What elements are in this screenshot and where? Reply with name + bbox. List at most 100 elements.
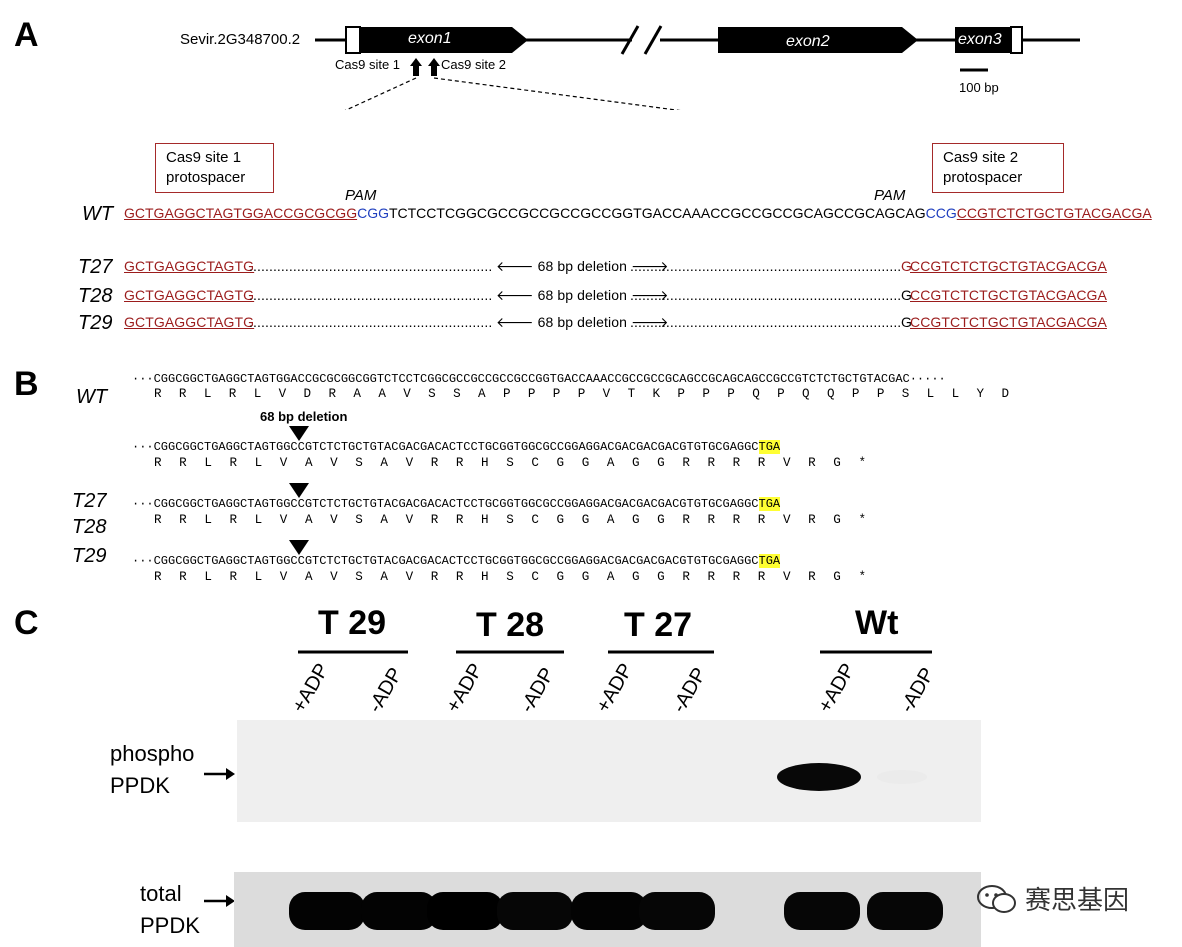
row-right-seq: CCGTCTCTGCTGTACGACGA	[910, 287, 1107, 303]
exon2-label: exon2	[786, 33, 830, 50]
site2-protospacer-box: Cas9 site 2 protospacer	[932, 143, 1064, 193]
stop-codon: TGA	[758, 497, 781, 511]
wt-pam2: CCG	[925, 205, 957, 221]
group-label-wt: Wt	[855, 604, 899, 642]
scale-bar-label: 100 bp	[959, 80, 999, 95]
group-label-t29: T 29	[318, 604, 387, 642]
wt-pam1: CGG	[357, 205, 389, 221]
t29-label-b: T29	[72, 545, 107, 567]
watermark: 赛思基因	[975, 880, 1129, 917]
phospho-line1: phospho	[110, 741, 195, 766]
mutant-row-t28: T28 GCTGAGGCTAGTG ......................…	[0, 285, 1182, 307]
phospho-ppdk-label: phospho PPDK	[110, 738, 194, 802]
pam1-label: PAM	[345, 187, 377, 204]
total-line2: PPDK	[140, 913, 200, 938]
site1-box-line2: protospacer	[166, 169, 246, 186]
total-ppdk-label: total PPDK	[140, 878, 200, 942]
total-band	[427, 892, 503, 930]
row-dots-left: ........................................…	[249, 258, 493, 274]
wt-label-a: WT	[82, 203, 114, 225]
lane-label: -ADP	[364, 664, 408, 717]
watermark-text: 赛思基因	[1025, 886, 1130, 916]
total-band	[289, 892, 365, 930]
row-right-seq: CCGTCTCTGCTGTACGACGA	[910, 258, 1107, 274]
row-right-seq: CCGTCTCTGCTGTACGACGA	[910, 314, 1107, 330]
site1-box-line1: Cas9 site 1	[166, 149, 242, 166]
lane-label: +ADP	[442, 659, 488, 717]
row-left-seq: GCTGAGGCTAGTG	[124, 258, 255, 274]
deletion-marker-icon	[289, 426, 309, 441]
total-band	[571, 892, 647, 930]
wt-seq-mid: TCTCCTCGGCGCCGCCGCCGCCGGTGACCAAACCGCCGCC…	[388, 205, 926, 221]
deletion-text: 68 bp deletion	[537, 314, 628, 330]
total-band	[867, 892, 943, 930]
lane-label: +ADP	[288, 659, 334, 717]
stop-codon: TGA	[758, 440, 781, 454]
total-band	[361, 892, 437, 930]
site1-protospacer-box: Cas9 site 1 protospacer	[155, 143, 274, 193]
row-label: T27	[78, 256, 113, 278]
mutant-row-t27: T27 GCTGAGGCTAGTG ......................…	[0, 256, 1182, 278]
exon3-label: exon3	[958, 31, 1002, 48]
row-g: G	[901, 258, 912, 274]
wt-label-b: WT	[76, 386, 108, 408]
total-arrow-icon	[204, 895, 235, 907]
wt-sequence: GCTGAGGCTAGTGGACCGCGCGGCGGTCTCCTCGGCGCCG…	[124, 205, 1152, 221]
row-left-seq: GCTGAGGCTAGTG	[124, 314, 255, 330]
deletion-marker-icon	[289, 540, 309, 555]
phospho-band	[876, 770, 928, 784]
wt-seq-right: CCGTCTCTGCTGTACGACGA	[956, 205, 1152, 221]
wechat-icon	[977, 884, 1016, 913]
total-band	[639, 892, 715, 930]
lane-label: -ADP	[668, 664, 712, 717]
phospho-line2: PPDK	[110, 773, 170, 798]
phospho-arrow-icon	[204, 768, 235, 780]
wt-aa-seq: R R L R L V D R A A V S S A P P P P V T …	[154, 387, 1009, 401]
pam2-label: PAM	[874, 187, 906, 204]
mutant-block-3: ···CGGCGGCTGAGGCTAGTGGCCGTCTCTGCTGTACGAC…	[0, 540, 1182, 584]
row-dots-left: ........................................…	[249, 314, 493, 330]
row-dots-right: ........................................…	[630, 287, 900, 303]
mutant-block-1: ···CGGCGGCTGAGGCTAGTGGCCGTCTCTGCTGTACGAC…	[0, 426, 1182, 470]
row-dots-right: ........................................…	[630, 258, 900, 274]
t28-label-b: T28	[72, 516, 107, 538]
lane-label: -ADP	[896, 664, 940, 717]
total-band	[784, 892, 860, 930]
deletion-text: 68 bp deletion	[537, 287, 628, 303]
wt-nt-seq: ···CGGCGGCTGAGGCTAGTGGACCGCGCGGCGGTCTCCT…	[132, 372, 946, 386]
cas9-site1-label: Cas9 site 1	[335, 57, 401, 72]
row-deletion: 🡐 68 bp deletion 🡒	[496, 287, 669, 303]
t27-label-b: T27	[72, 490, 107, 512]
wt-seq-left: GCTGAGGCTAGTGGACCGCGCGG	[124, 205, 358, 221]
mut-nt-seq: ···CGGCGGCTGAGGCTAGTGGCCGTCTCTGCTGTACGAC…	[132, 497, 781, 511]
mut-nt-text: ···CGGCGGCTGAGGCTAGTGGCCGTCTCTGCTGTACGAC…	[132, 440, 759, 454]
mut-aa-seq: R R L R L V A V S A V R R H S C G G A G …	[154, 513, 866, 527]
mut-nt-text: ···CGGCGGCTGAGGCTAGTGGCCGTCTCTGCTGTACGAC…	[132, 554, 759, 568]
cas9-site2-label: Cas9 site 2	[441, 57, 507, 72]
panel-c-letter: C	[14, 604, 39, 642]
lane-label: +ADP	[592, 659, 638, 717]
panel-b-letter: B	[14, 365, 39, 403]
gene-name: Sevir.2G348700.2	[180, 31, 301, 48]
row-g: G	[901, 314, 912, 330]
row-deletion: 🡐 68 bp deletion 🡒	[496, 314, 669, 330]
group-label-t28: T 28	[476, 606, 545, 644]
group-underlines	[298, 650, 932, 654]
deletion-marker-icon	[289, 483, 309, 498]
stop-codon: TGA	[758, 554, 781, 568]
phospho-band	[777, 763, 861, 791]
mut-nt-text: ···CGGCGGCTGAGGCTAGTGGCCGTCTCTGCTGTACGAC…	[132, 497, 759, 511]
row-deletion: 🡐 68 bp deletion 🡒	[496, 258, 669, 274]
row-left-seq: GCTGAGGCTAGTG	[124, 287, 255, 303]
row-label: T28	[78, 285, 113, 307]
mut-aa-seq: R R L R L V A V S A V R R H S C G G A G …	[154, 570, 866, 584]
row-label: T29	[78, 312, 113, 334]
phospho-bands	[777, 763, 928, 791]
site2-box-line2: protospacer	[943, 169, 1023, 186]
total-line1: total	[140, 881, 182, 906]
total-band	[497, 892, 573, 930]
lane-label: -ADP	[516, 664, 560, 717]
group-label-t27: T 27	[624, 606, 693, 644]
deletion-label-b: 68 bp deletion	[260, 409, 348, 424]
row-g: G	[901, 287, 912, 303]
